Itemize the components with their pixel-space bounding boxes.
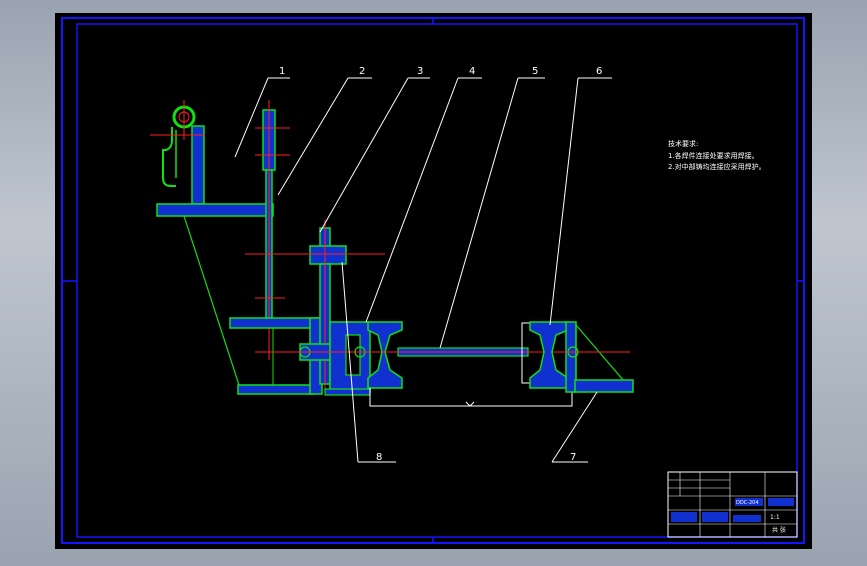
balloon-8: 8 [376, 452, 382, 463]
balloon-2: 2 [359, 66, 365, 77]
title-block: 1:1 共 张 DDC-204 [667, 471, 798, 538]
tech-notes-line1: 1.各焊件连接处要求用焊接。 [668, 151, 759, 160]
title-block-drawing-no: DDC-204 [736, 500, 759, 506]
tech-notes-line2: 2.对中部铸均连接应采用焊护。 [668, 162, 766, 171]
drawing-sheet [55, 13, 812, 549]
technical-notes: 技术要求: 1.各焊件连接处要求用焊接。 2.对中部铸均连接应采用焊护。 [668, 139, 766, 171]
left-pulley [367, 321, 403, 389]
hook-bracket [150, 100, 274, 217]
balloon-1: 1 [279, 66, 285, 77]
title-block-scale: 1:1 [770, 514, 780, 521]
brace-line [183, 215, 241, 389]
leader-lines [234, 77, 612, 463]
balloon-5: 5 [532, 66, 538, 77]
bolt-column [245, 220, 385, 395]
balloon-6: 6 [596, 66, 602, 77]
border-ticks [62, 18, 804, 543]
balloon-7: 7 [570, 452, 576, 463]
balloon-labels: 1 2 3 4 5 6 7 8 [279, 66, 602, 463]
balloon-4: 4 [469, 66, 475, 77]
balloon-3: 3 [417, 66, 423, 77]
tech-notes-title: 技术要求: [668, 139, 698, 148]
right-pulley [529, 321, 634, 393]
title-block-sheet: 共 张 [772, 526, 786, 534]
